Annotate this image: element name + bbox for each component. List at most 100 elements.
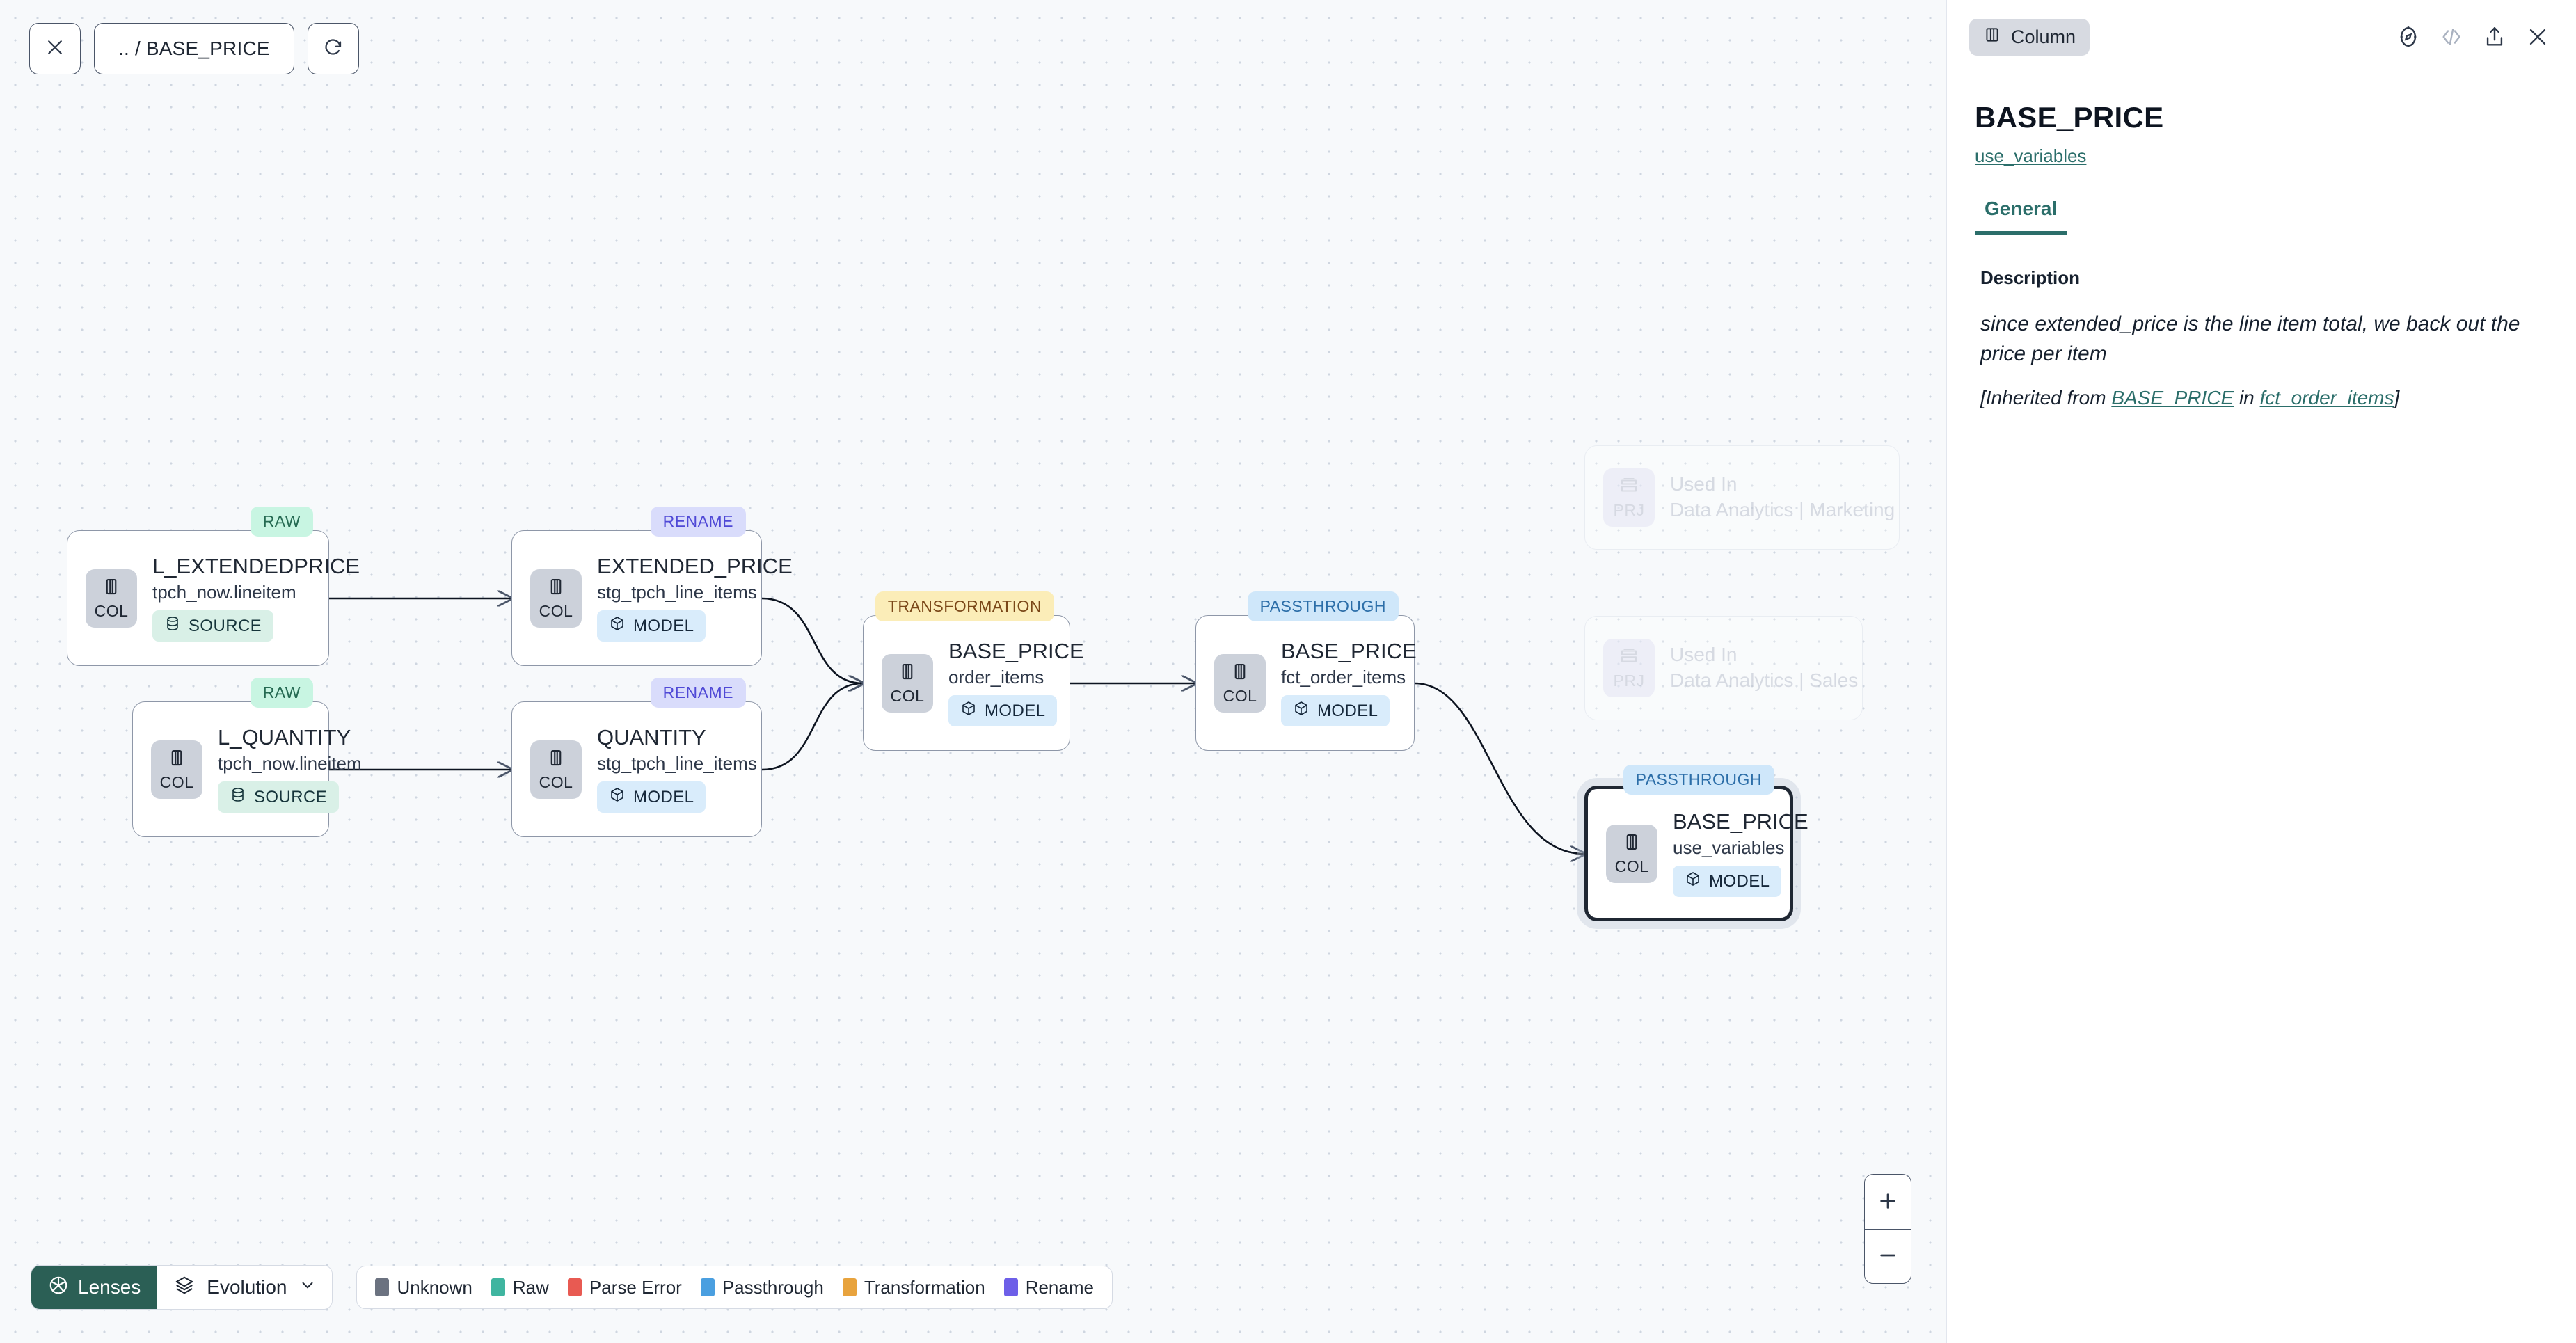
legend-label: Parse Error (589, 1276, 682, 1298)
panel-action-icons (2396, 25, 2550, 49)
lenses-button[interactable]: Lenses (31, 1266, 158, 1309)
breadcrumb[interactable]: .. / BASE_PRICE (94, 23, 294, 74)
node-kind-label: MODEL (633, 787, 694, 806)
legend-item[interactable]: Unknown (375, 1277, 472, 1298)
cube-icon (609, 786, 626, 808)
inherited-mid: in (2234, 387, 2260, 409)
column-icon (1621, 832, 1642, 856)
column-icon (546, 747, 566, 772)
cube-icon (1685, 871, 1701, 892)
explore-compass-icon[interactable] (2396, 25, 2420, 49)
node-title: EXTENDED_PRICE (597, 553, 793, 578)
legend-item[interactable]: Rename (1003, 1277, 1094, 1298)
prj-chip: PRJ (1603, 468, 1655, 527)
column-icon (897, 661, 918, 685)
panel-header: Column (1947, 0, 2576, 74)
refresh-icon (323, 37, 344, 61)
refresh-button[interactable] (307, 23, 359, 74)
node-title: BASE_PRICE (1673, 809, 1808, 834)
prj-chip-label: PRJ (1613, 672, 1645, 690)
node-kind-badge: SOURCE (152, 610, 274, 642)
node-kind-label: SOURCE (254, 787, 328, 806)
zoom-in-button[interactable] (1865, 1175, 1911, 1229)
node-kind-badge: MODEL (1281, 695, 1390, 727)
lineage-node[interactable]: RENAME COL EXTENDED_PRICE stg_tpch_line_ite… (511, 507, 793, 666)
ghost-node-label: Used In (1670, 644, 1738, 666)
legend-item[interactable]: Passthrough (700, 1276, 824, 1298)
panel-heading-block: BASE_PRICE use_variables (1947, 74, 2576, 167)
legend-item[interactable]: Raw (491, 1277, 549, 1298)
lineage-canvas[interactable]: .. / BASE_PRICE (0, 0, 1946, 1343)
code-icon[interactable] (2440, 25, 2463, 49)
ghost-node-label: Used In (1670, 473, 1738, 495)
col-chip: COL (151, 740, 202, 799)
column-icon (546, 576, 566, 601)
aperture-icon (48, 1275, 69, 1301)
project-icon (1619, 646, 1639, 670)
col-chip-label: COL (539, 601, 573, 620)
chevron-down-icon (299, 1276, 317, 1299)
node-subtitle: stg_tpch_line_items (597, 752, 757, 774)
close-button[interactable] (29, 23, 81, 74)
column-icon (101, 576, 122, 601)
col-chip: COL (1606, 824, 1657, 883)
legend-item[interactable]: Parse Error (567, 1276, 682, 1298)
inherited-note: [Inherited from BASE_PRICE in fct_order_… (1980, 387, 2543, 409)
inherited-column-link[interactable]: BASE_PRICE (2111, 387, 2234, 409)
close-panel-icon[interactable] (2526, 25, 2550, 49)
tab-general[interactable]: General (1975, 198, 2067, 235)
evolution-dropdown[interactable]: Evolution (157, 1266, 333, 1309)
legend-label: Passthrough (722, 1276, 824, 1298)
node-kind-badge: MODEL (597, 610, 706, 642)
share-icon[interactable] (2483, 25, 2506, 49)
node-title: L_QUANTITY (218, 724, 351, 749)
legend-swatch (1003, 1278, 1018, 1296)
col-chip-label: COL (1614, 857, 1649, 875)
node-kind-badge: MODEL (597, 781, 706, 813)
plus-icon (1877, 1190, 1899, 1214)
zoom-out-button[interactable] (1865, 1229, 1911, 1283)
minus-icon (1877, 1244, 1899, 1269)
page-title: BASE_PRICE (1975, 101, 2164, 134)
node-title: L_EXTENDEDPRICE (152, 553, 360, 578)
cube-icon (960, 700, 977, 722)
description-label: Description (1980, 267, 2081, 288)
col-chip: COL (86, 569, 137, 628)
ghost-node[interactable]: PRJ Used In Data Analytics | Sales (1584, 616, 1863, 720)
legend-label: Unknown (397, 1276, 472, 1298)
ghost-node-value: Data Analytics | Marketing (1670, 499, 1895, 520)
panel-tabs: General (1947, 198, 2576, 235)
node-type-badge: PASSTHROUGH (1623, 765, 1774, 795)
col-chip: COL (530, 740, 582, 799)
node-kind-badge: MODEL (1673, 866, 1782, 898)
description-section: Description since extended_price is the … (1947, 235, 2576, 409)
inherited-model-link[interactable]: fct_order_items (2259, 387, 2394, 409)
model-link[interactable]: use_variables (1975, 145, 2087, 166)
col-chip-label: COL (159, 772, 194, 791)
inherited-suffix: ] (2394, 387, 2400, 409)
node-type-badge: RENAME (650, 507, 746, 537)
entity-type-badge: Column (1969, 18, 2090, 56)
node-title: BASE_PRICE (1281, 638, 1417, 663)
legend-swatch (842, 1278, 857, 1296)
ghost-node[interactable]: PRJ Used In Data Analytics | Marketing (1584, 445, 1900, 550)
close-icon (45, 37, 65, 61)
database-icon (230, 786, 246, 808)
evolution-label: Evolution (207, 1276, 287, 1298)
node-type-badge: RENAME (650, 678, 746, 708)
prj-chip-label: PRJ (1613, 501, 1645, 519)
node-subtitle: stg_tpch_line_items (597, 581, 757, 603)
node-kind-badge: MODEL (948, 695, 1058, 727)
col-chip-label: COL (539, 772, 573, 791)
layers-icon (174, 1275, 195, 1301)
legend-item[interactable]: Transformation (842, 1277, 985, 1298)
node-kind-label: MODEL (633, 616, 694, 635)
column-icon (1230, 661, 1250, 685)
col-chip-label: COL (1223, 686, 1257, 705)
